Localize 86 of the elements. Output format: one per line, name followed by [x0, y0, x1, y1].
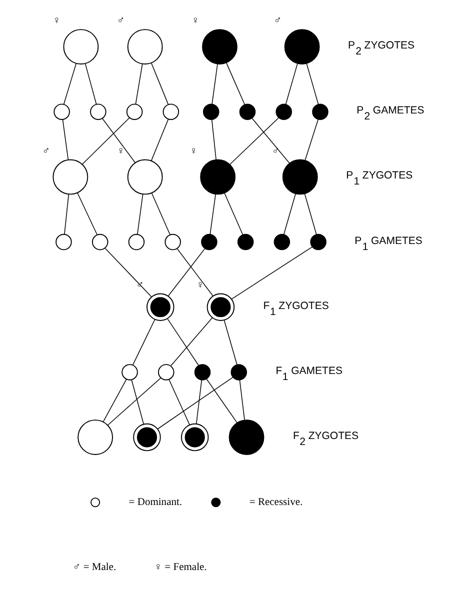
connector — [64, 194, 70, 235]
node-circle — [228, 420, 264, 455]
node-circle — [52, 159, 88, 195]
connector — [151, 192, 170, 236]
node-circle — [276, 104, 292, 120]
connector — [150, 118, 169, 162]
connector — [102, 379, 127, 422]
connector — [224, 192, 244, 236]
node-circle — [54, 104, 70, 120]
node-circle — [158, 364, 174, 380]
connector — [231, 246, 313, 300]
node-circle — [312, 104, 328, 120]
connector — [104, 248, 152, 298]
connector — [84, 63, 97, 105]
node-circle — [202, 104, 220, 120]
node-circle — [237, 234, 254, 250]
connector — [167, 318, 199, 366]
node-circle — [56, 234, 72, 250]
node-circle — [146, 293, 174, 321]
node-circle — [162, 104, 180, 120]
connector — [108, 378, 161, 426]
connector — [226, 62, 246, 105]
legend-label: ♂ = Male. — [72, 562, 116, 574]
connector — [62, 119, 69, 160]
legend-label: = Dominant. — [128, 497, 182, 508]
node-circle — [180, 423, 209, 452]
connector — [137, 194, 144, 235]
connector — [102, 118, 136, 164]
node-label: ♀ — [116, 146, 125, 157]
connector — [285, 63, 298, 105]
connector — [170, 317, 213, 366]
node-label: ♀ — [196, 280, 204, 291]
node-label: ♀ — [52, 16, 61, 27]
node-circle — [63, 29, 99, 64]
node-circle — [78, 420, 113, 455]
connector — [168, 379, 190, 425]
node-circle — [202, 29, 238, 64]
connector — [306, 63, 319, 105]
legend-label: ♀ = Female. — [154, 562, 207, 574]
connector — [283, 193, 296, 235]
node-label: ♂ — [116, 16, 125, 27]
node-label: ♀ — [191, 16, 200, 27]
node-circle — [206, 293, 235, 321]
node-circle — [128, 234, 145, 250]
connector — [304, 193, 317, 235]
connector — [168, 248, 206, 296]
connector — [252, 118, 290, 164]
connector — [77, 192, 98, 236]
connector — [206, 378, 238, 424]
node-circle — [239, 104, 256, 120]
node-circle — [200, 159, 236, 195]
node-circle — [274, 234, 290, 250]
node-circle — [310, 234, 326, 250]
node-circle — [92, 234, 108, 250]
connector — [212, 64, 218, 104]
node-circle — [122, 364, 138, 380]
node-label: ♂ — [42, 146, 50, 157]
node-circle — [230, 364, 247, 380]
node-circle — [164, 234, 181, 250]
node-circle — [282, 159, 318, 195]
legend-label: = Recessive. — [249, 497, 303, 508]
connector — [211, 119, 216, 160]
connector — [239, 380, 245, 420]
connector — [229, 117, 280, 165]
node-circle — [194, 364, 211, 380]
connector — [196, 380, 202, 424]
node-circle — [284, 29, 320, 64]
node-circle — [90, 104, 106, 120]
connector — [135, 64, 143, 104]
connector — [63, 62, 77, 105]
connector — [132, 318, 156, 366]
connector — [176, 248, 214, 296]
connector — [131, 380, 144, 425]
connector — [210, 194, 216, 235]
connector — [224, 320, 238, 365]
node-circle — [127, 29, 163, 64]
node-circle — [127, 159, 163, 195]
connector — [304, 119, 318, 161]
node-label: ♀ — [190, 146, 198, 157]
node-circle — [201, 234, 218, 250]
connector — [82, 117, 130, 165]
node-circle — [133, 423, 161, 452]
node-label: ♂ — [274, 16, 282, 27]
connector — [157, 376, 234, 430]
connector — [150, 62, 169, 105]
node-circle — [126, 104, 143, 120]
